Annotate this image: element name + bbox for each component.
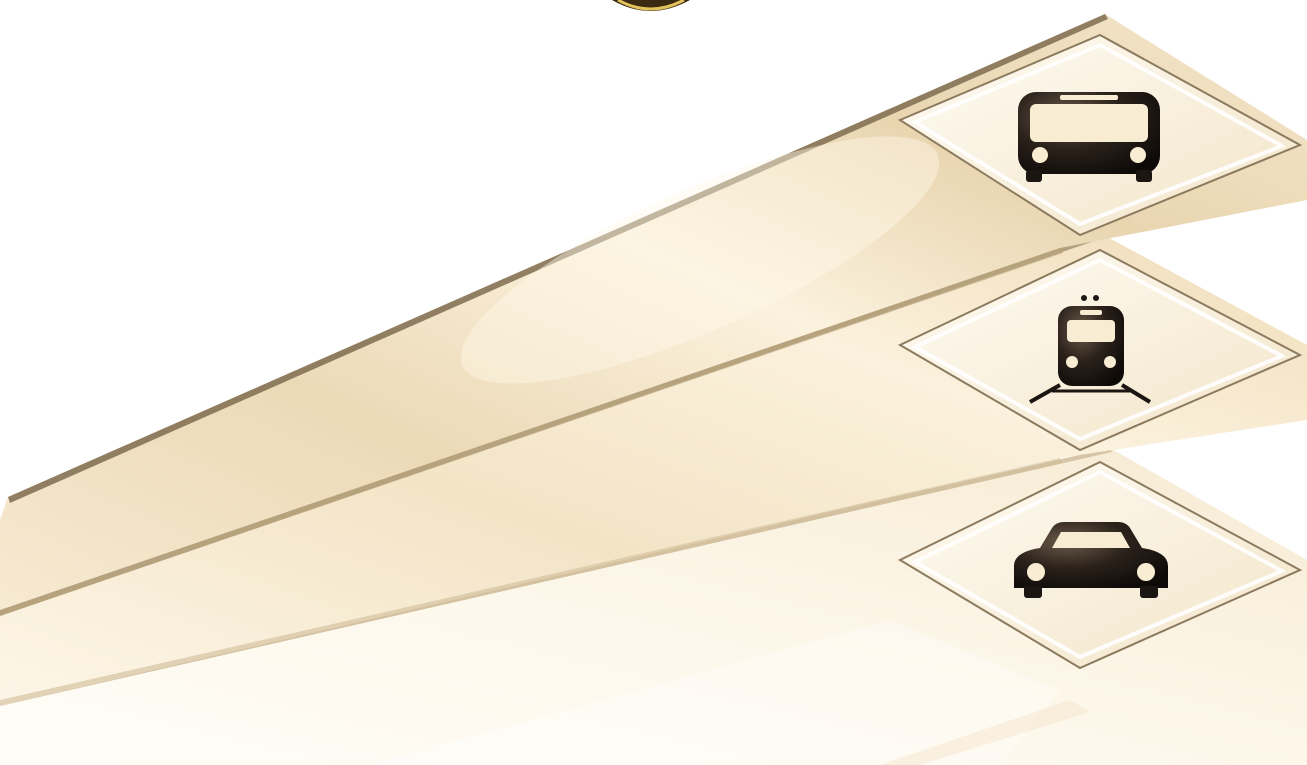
bus-tile bbox=[897, 33, 1303, 237]
train-tile bbox=[897, 248, 1303, 452]
bus-icon bbox=[1018, 92, 1160, 182]
car-tile bbox=[897, 460, 1303, 670]
train-icon bbox=[1029, 295, 1152, 404]
car-icon bbox=[1014, 522, 1168, 598]
top-emblem bbox=[612, 0, 690, 11]
